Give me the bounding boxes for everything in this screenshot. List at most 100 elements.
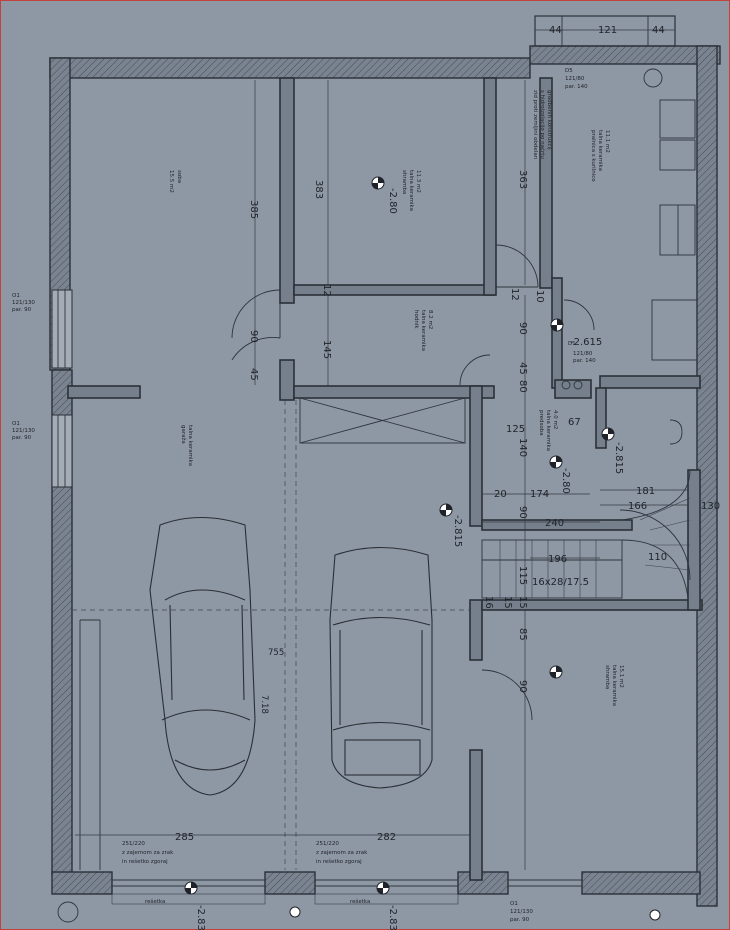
level-6: -2.83 [195,905,206,930]
level-5: -2.815 [452,515,463,547]
dim-196: 196 [548,554,567,565]
window-labels: O1 121/130 par. 90 O1 121/130 par. 90 O1… [12,68,596,923]
dim-12-a: 12 [321,284,332,297]
dim-181: 181 [636,486,655,497]
window-2-code: O1 [12,421,20,427]
garage-door-left-note2: in rešetko zgoraj [122,858,168,865]
dim-174: 174 [530,489,549,500]
dim-145: 145 [321,340,332,359]
dim-383: 383 [313,180,324,199]
room-storage-area: 15.5 m2 [168,170,174,193]
dim-16: 16 [483,596,494,609]
handwritten-718: 7.18 [259,695,269,714]
garage-door-left-size: 251/220 [122,841,145,847]
stairs-label: 16x28/17.5 [532,577,589,588]
dim-85: 85 [517,628,528,641]
room-hall-area: 8.2 m2 [427,310,433,329]
room-laundry-name: pralnica s kurilnico [590,130,596,182]
level-marker-2 [550,318,564,332]
garage-door-right-note2: in rešetko zgoraj [316,858,362,865]
dim-12-b: 12 [509,288,520,301]
wall-note-3: gradbenih konstrukcij [546,90,552,150]
door-size: 121/80 [573,351,593,357]
room-wc-area: 4.0 m2 [552,410,558,429]
staircase [481,469,691,599]
dim-130: 130 [701,501,720,512]
dim-125: 125 [506,424,525,435]
level-marker-4 [549,455,563,469]
level-labels: -2.80 -2.615 -2.815 -2.80 -2.815 -2.83 -… [195,188,624,930]
dim-285: 285 [175,832,194,843]
grate-right: rešetka [350,898,370,905]
inner-walls [67,77,703,881]
dim-top-121: 121 [598,25,617,36]
window-1-code: O1 [12,293,20,299]
window-2-size: 121/130 [12,428,35,434]
dim-90-c: 90 [517,506,528,519]
dim-45-b: 45 [517,362,528,375]
garage-door-right-note1: z zajemom za zrak [316,850,368,856]
dimension-lines [75,29,688,870]
dim-385: 385 [248,200,259,219]
dim-110: 110 [648,552,667,563]
dim-45-a: 45 [248,368,259,381]
dim-top-44-right: 44 [652,25,665,36]
dimension-labels: 44 121 44 385 383 363 12 12 10 90 90 145… [175,25,720,843]
car-left [149,516,256,796]
level-marker-9 [289,906,661,921]
room-shramba-floor: talna keramika [611,665,617,706]
laundry-fixtures [561,68,698,445]
dim-15-b: 15 [517,596,528,609]
room-shramba-name: shramba [604,665,610,689]
room-closet-name: shramba [401,170,407,194]
level-marker-6 [184,881,198,895]
room-wc-floor: talna keramika [545,410,551,451]
dim-67: 67 [568,417,581,428]
dim-80: 80 [517,380,528,393]
opening-cross [299,397,466,444]
level-marker-3 [601,427,615,441]
window-3-code: O1 [510,901,518,907]
window-1-sill: par. 90 [12,307,32,313]
level-7: -2.83 [387,905,398,930]
wall-note-1: zid proti zemljini obdelan [532,90,538,160]
level-marker-1 [371,176,385,190]
level-marker-7 [376,881,390,895]
level-4: -2.80 [560,468,571,494]
dim-20: 20 [494,489,507,500]
dim-15-a: 15 [502,596,513,609]
handwritten-notes: 755 7.18 [259,648,284,714]
room-closet-floor: talna keramika [408,170,414,211]
dim-166: 166 [628,501,647,512]
room-storage-name: soba [176,170,182,183]
dim-115: 115 [517,566,528,585]
door-d1: D1 [568,341,576,347]
level-2: -2.615 [570,337,602,348]
window-3-sill: par. 90 [510,917,530,923]
dim-90-b: 90 [517,322,528,335]
door-note-1: 121/80 [565,76,585,82]
room-hall-floor: talna keramika [420,310,426,351]
car-right [329,546,433,789]
room-closet-area: 11.3 m2 [415,170,421,193]
room-laundry-floor: talna keramika [597,130,603,171]
window-2-sill: par. 90 [12,435,32,441]
room-shramba-area: 15.1 m2 [618,665,624,688]
window-1-size: 121/130 [12,300,35,306]
dim-282: 282 [377,832,396,843]
level-1: -2.80 [387,188,398,214]
garage-dashed-lines [72,400,470,870]
window-left-lower [51,414,73,488]
room-garage-name: garaža [180,425,187,444]
room-laundry-area: 11.1 m2 [604,130,610,153]
dim-10: 10 [534,290,545,303]
dim-140: 140 [517,438,528,457]
grate-left: rešetka [145,898,165,905]
garage-door-right-size: 251/220 [316,841,339,847]
door-d5: D5 [565,68,573,74]
room-wc-name: predsoba [538,410,544,436]
garage-door-left-note1: z zajemom za zrak [122,850,174,856]
door-sill: par. 140 [573,358,596,364]
